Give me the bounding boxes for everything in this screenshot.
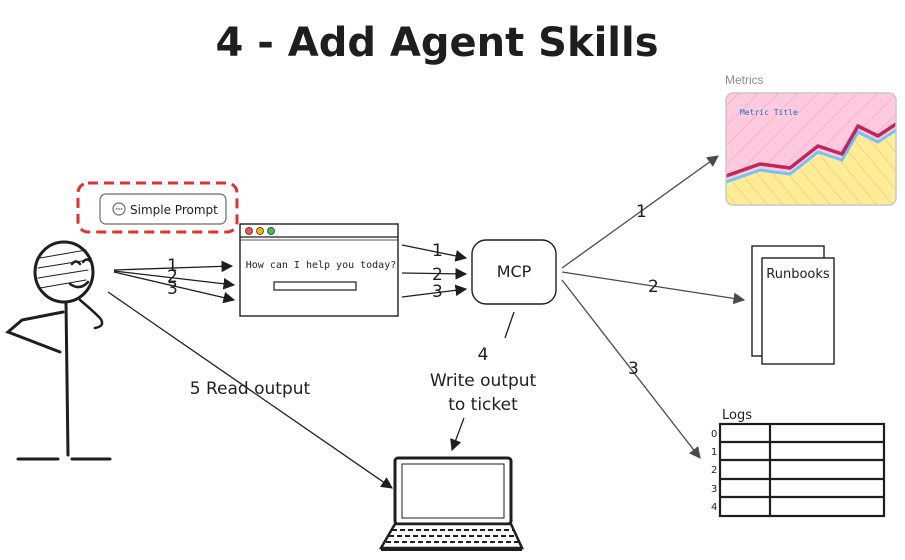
close-dot-icon [245,227,253,235]
simple-prompt-label: Simple Prompt [130,203,218,217]
metric-chart-title: Metric Title [740,108,798,117]
write-output-line2: to ticket [448,395,518,415]
user-arrow-label-1: 1 [167,256,178,276]
user-arrow-label-2: 2 [167,267,178,287]
logs-row-number: 0 [711,429,717,440]
metrics-card: Metric Title [725,92,897,206]
logs-row-number: 1 [711,447,717,458]
metrics-arrow-label: 1 [636,202,647,222]
hair-hatch-1 [39,249,87,259]
keyboard-keys [386,529,519,543]
simple-prompt-button[interactable]: Simple Prompt [99,193,227,225]
hand-on-chin [78,298,104,330]
mcp-out-arrows [561,155,746,459]
logs-row-number: 2 [711,465,717,476]
right-eye [81,258,93,264]
maximize-dot-icon [267,227,275,235]
left-eye [70,260,82,266]
mcp-arrow-label-1: 1 [432,241,443,261]
laptop-icon [378,456,524,551]
read-output-arrow [107,291,393,489]
read-output-label: 5 Read output [190,379,311,399]
logs-row-numbers: 0 1 2 3 4 [711,429,717,513]
user-stick-figure [5,240,112,461]
page-title: 4 - Add Agent Skills [215,20,658,66]
metrics-caption: Metrics [725,73,764,87]
metric-line [726,122,896,178]
user-to-chat-arrows [113,260,236,304]
runbooks-arrow-label: 2 [648,277,659,297]
runbooks-label: Runbooks [766,267,830,282]
head [33,240,95,304]
mouth [68,280,90,289]
metric-shadow-line [726,128,896,184]
chat-input-field[interactable] [273,281,357,291]
user-arrow-label-3: 3 [167,279,178,299]
chat-question: How can I help you today? [246,260,397,271]
logs-row-number: 4 [711,502,717,513]
write-output-line [504,311,515,339]
chat-to-mcp-arrows [401,244,468,298]
mcp-label: MCP [497,262,532,281]
mcp-arrow-label-2: 2 [432,265,443,285]
minimize-dot-icon [256,227,264,235]
speech-bubble-icon [112,202,126,216]
logs-label: Logs [722,408,752,423]
logs-arrow-label: 3 [628,359,639,379]
logs-table [718,422,886,518]
write-output-number: 4 [478,345,489,365]
mcp-arrow-label-3: 3 [432,282,443,302]
body [64,301,70,457]
write-output-arrow [450,417,465,452]
chat-window: How can I help you today? [239,223,399,317]
left-arm [5,310,65,354]
logs-row-number: 3 [711,484,717,495]
prompt-highlight-frame [76,181,239,234]
mcp-node: MCP [471,239,557,305]
runbooks-documents: Runbooks [751,245,835,365]
write-output-line1: Write output [430,371,537,391]
